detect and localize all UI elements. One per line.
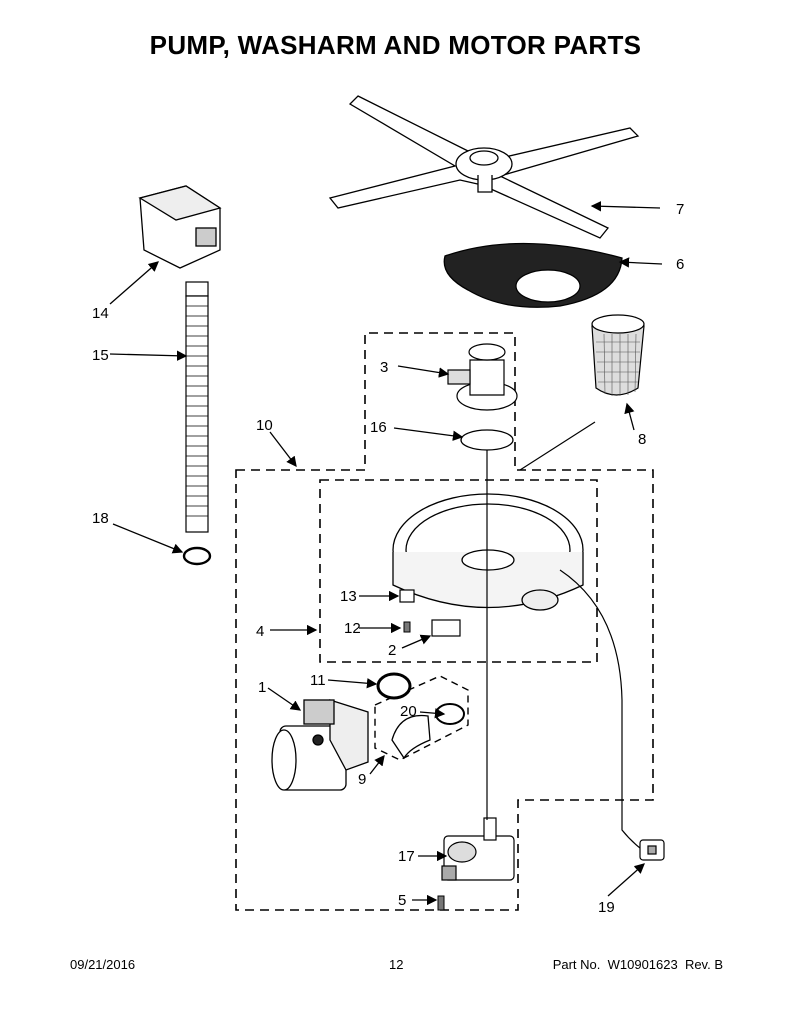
cover-2 xyxy=(431,619,461,637)
filter-cylinder xyxy=(591,314,645,396)
callout-16: 16 xyxy=(370,419,387,436)
callout-12: 12 xyxy=(344,620,361,637)
filter-plate xyxy=(443,242,623,308)
callout-18: 18 xyxy=(92,510,109,527)
hose-clamp-18 xyxy=(182,546,212,566)
footer-part-number: Part No. W10901623 Rev. B xyxy=(552,957,723,972)
assembly-outline-9 xyxy=(374,675,469,761)
callout-11: 11 xyxy=(310,672,326,689)
callout-14: 14 xyxy=(92,305,109,322)
wash-arm xyxy=(328,95,640,239)
assembly-outline-4 xyxy=(319,479,598,663)
chopper-blade xyxy=(399,589,415,603)
callout-17: 17 xyxy=(398,848,415,865)
screw-5 xyxy=(437,895,445,911)
callout-6: 6 xyxy=(676,256,684,273)
drain-hose xyxy=(185,281,209,533)
callout-3: 3 xyxy=(380,359,388,376)
screw-12 xyxy=(403,621,411,633)
callout-5: 5 xyxy=(398,892,406,909)
callout-1: 1 xyxy=(258,679,266,696)
sensor-19 xyxy=(639,839,665,861)
footer-page-number: 12 xyxy=(389,957,404,972)
assembly-outline-10 xyxy=(235,332,654,911)
callout-4: 4 xyxy=(256,623,264,640)
callout-15: 15 xyxy=(92,347,109,364)
sensor-wire xyxy=(559,569,641,849)
callout-8: 8 xyxy=(638,431,646,448)
hose-elbow xyxy=(391,714,431,760)
callout-2: 2 xyxy=(388,642,396,659)
gasket-11 xyxy=(376,672,412,700)
callout-19: 19 xyxy=(598,899,615,916)
page-title: PUMP, WASHARM AND MOTOR PARTS xyxy=(149,30,642,60)
filter-leader xyxy=(519,421,596,471)
sump-base xyxy=(392,493,584,611)
leader-lines xyxy=(109,201,663,906)
callout-20: 20 xyxy=(400,703,417,720)
diverter-housing xyxy=(447,343,518,411)
heater-module xyxy=(441,817,515,881)
seal-ring xyxy=(460,429,514,451)
pump-motor xyxy=(271,699,369,791)
callout-10: 10 xyxy=(256,417,273,434)
callout-13: 13 xyxy=(340,588,357,605)
motor-housing-14 xyxy=(138,185,222,269)
footer-date: 09/21/2016 xyxy=(70,957,136,972)
callout-9: 9 xyxy=(358,771,366,788)
callout-7: 7 xyxy=(676,201,684,218)
